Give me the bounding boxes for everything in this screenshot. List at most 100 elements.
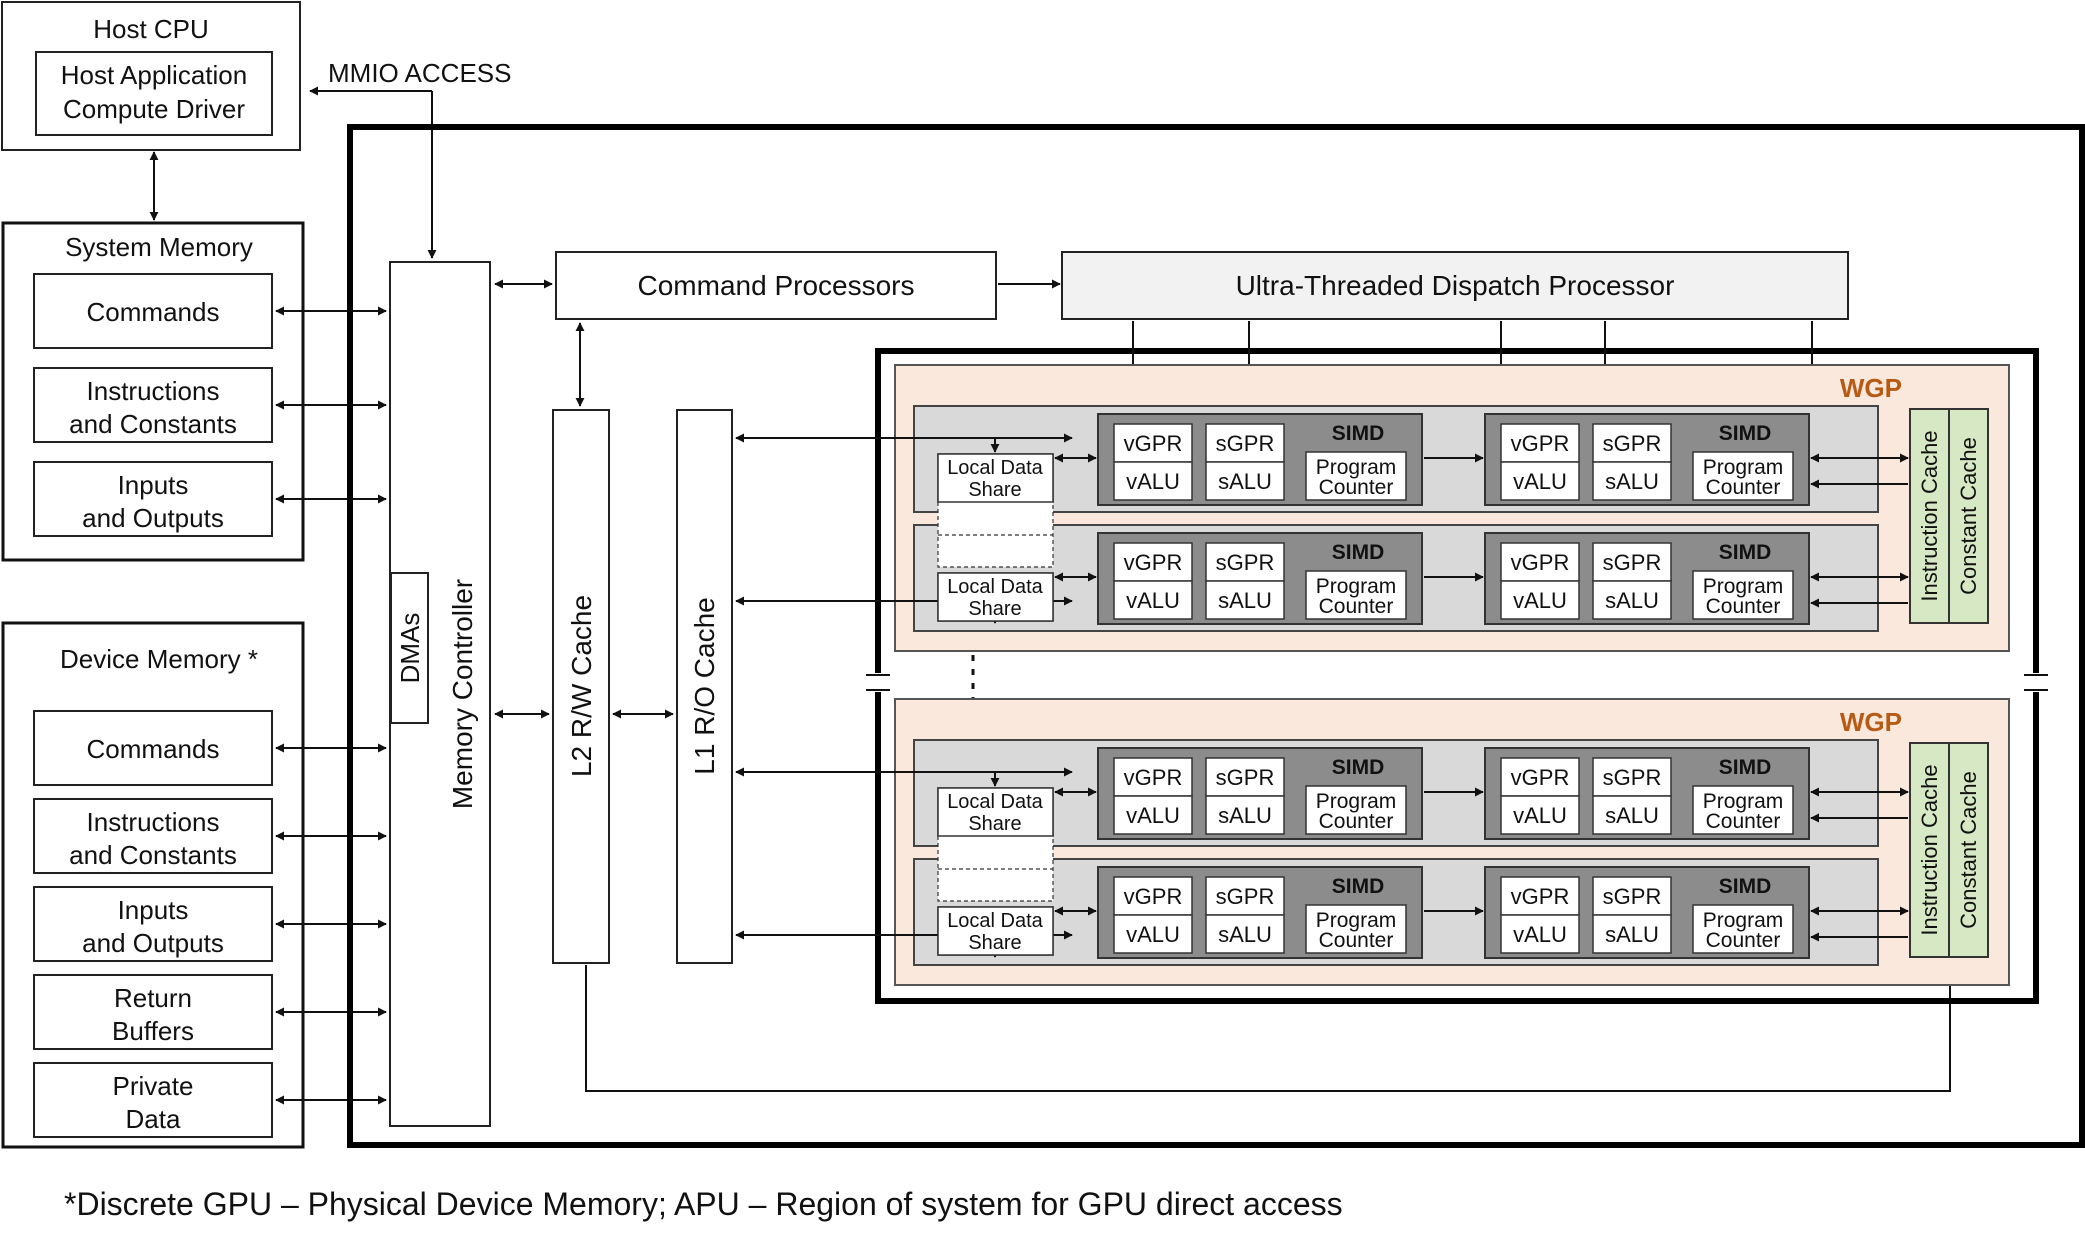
sgpr-label: sGPR (1603, 431, 1662, 456)
sgpr-label: sGPR (1216, 431, 1275, 456)
valu-label: vALU (1513, 469, 1567, 494)
lds-label-line2: Share (968, 932, 1021, 954)
valu-label: vALU (1513, 922, 1567, 947)
valu-label: vALU (1126, 469, 1180, 494)
sgpr-label: sGPR (1603, 765, 1662, 790)
device-memory-block: Device Memory * CommandsInstructionsand … (1, 621, 387, 1149)
lds-label-line2: Share (968, 479, 1021, 501)
vgpr-label: vGPR (1124, 765, 1183, 790)
vgpr-label: vGPR (1124, 550, 1183, 575)
system-memory-item-line2: and Outputs (82, 503, 224, 533)
program-counter-line1: Program (1316, 909, 1397, 932)
program-counter-line2: Counter (1706, 929, 1781, 952)
program-counter-line2: Counter (1706, 595, 1781, 618)
salu-label: sALU (1218, 922, 1272, 947)
system-memory-item-label: Commands (87, 297, 220, 327)
device-memory-item-line2: and Constants (69, 840, 237, 870)
lds-label-line1: Local Data (947, 791, 1043, 813)
constant-cache: Constant Cache (1948, 742, 1989, 958)
instruction-cache-label: Instruction Cache (1917, 430, 1942, 601)
constant-cache-label: Constant Cache (1956, 437, 1981, 595)
vgpr-label: vGPR (1511, 884, 1570, 909)
salu-label: sALU (1218, 803, 1272, 828)
l1-cache-label: L1 R/O Cache (689, 597, 720, 774)
command-processors: Command Processors (555, 251, 997, 320)
simd-title: SIMD (1719, 756, 1772, 779)
program-counter-line1: Program (1703, 456, 1784, 479)
compute-unit: Local DataSharevGPRvALUsGPRsALUSIMDProgr… (735, 524, 1909, 632)
command-processors-label: Command Processors (638, 270, 915, 301)
device-memory-item-line1: Return (114, 983, 192, 1013)
simd-title: SIMD (1332, 875, 1385, 898)
lds-label-line2: Share (968, 813, 1021, 835)
l1-ro-cache: L1 R/O Cache (676, 409, 733, 964)
dmas-block: DMAs (390, 572, 429, 724)
program-counter-line1: Program (1316, 790, 1397, 813)
l2-cache-label: L2 R/W Cache (566, 595, 597, 777)
lds-label-line2: Share (968, 598, 1021, 620)
host-cpu-title: Host CPU (93, 14, 209, 44)
vgpr-label: vGPR (1511, 431, 1570, 456)
lds-label-line1: Local Data (947, 457, 1043, 479)
wgp-label: WGP (1840, 707, 1902, 737)
constant-cache: Constant Cache (1948, 408, 1989, 624)
program-counter-line2: Counter (1706, 810, 1781, 833)
dispatch-processor-label: Ultra-Threaded Dispatch Processor (1236, 270, 1675, 301)
lds-shared-region (937, 500, 1054, 568)
footnote: *Discrete GPU – Physical Device Memory; … (64, 1186, 1343, 1222)
sgpr-label: sGPR (1216, 550, 1275, 575)
system-memory-item-line1: Instructions (87, 376, 220, 406)
simd-title: SIMD (1332, 756, 1385, 779)
constant-cache-label: Constant Cache (1956, 771, 1981, 929)
system-memory-item-line1: Inputs (118, 470, 189, 500)
system-memory-title: System Memory (65, 232, 253, 262)
memory-controller-label: Memory Controller (447, 579, 478, 809)
wgp: WGPLocal DataSharevGPRvALUsGPRsALUSIMDPr… (735, 364, 2010, 652)
sgpr-label: sGPR (1603, 550, 1662, 575)
device-memory-item-line2: and Outputs (82, 928, 224, 958)
instruction-cache: Instruction Cache (1909, 742, 1950, 958)
wgp-label: WGP (1840, 373, 1902, 403)
simd-title: SIMD (1332, 422, 1385, 445)
vgpr-label: vGPR (1124, 884, 1183, 909)
lds-label-line1: Local Data (947, 910, 1043, 932)
instruction-cache: Instruction Cache (1909, 408, 1950, 624)
salu-label: sALU (1605, 588, 1659, 613)
compute-driver-label: Compute Driver (63, 94, 245, 124)
sgpr-label: sGPR (1216, 765, 1275, 790)
device-memory-title: Device Memory * (60, 644, 258, 674)
wgp: WGPLocal DataSharevGPRvALUsGPRsALUSIMDPr… (735, 698, 2010, 986)
mmio-access-label: MMIO ACCESS (328, 58, 511, 88)
simd-title: SIMD (1719, 541, 1772, 564)
device-memory-item-line1: Inputs (118, 895, 189, 925)
gpu-frame (347, 124, 2085, 1148)
vgpr-label: vGPR (1511, 765, 1570, 790)
sgpr-label: sGPR (1216, 884, 1275, 909)
valu-label: vALU (1126, 922, 1180, 947)
break-marker-right (2024, 673, 2048, 692)
device-memory-item: Commands (33, 710, 387, 786)
sgpr-label: sGPR (1603, 884, 1662, 909)
program-counter-line1: Program (1703, 575, 1784, 598)
lds-label-line1: Local Data (947, 576, 1043, 598)
simd-title: SIMD (1719, 422, 1772, 445)
program-counter-line1: Program (1316, 456, 1397, 479)
program-counter-line1: Program (1316, 575, 1397, 598)
program-counter-line2: Counter (1319, 595, 1394, 618)
device-memory-item-line1: Instructions (87, 807, 220, 837)
